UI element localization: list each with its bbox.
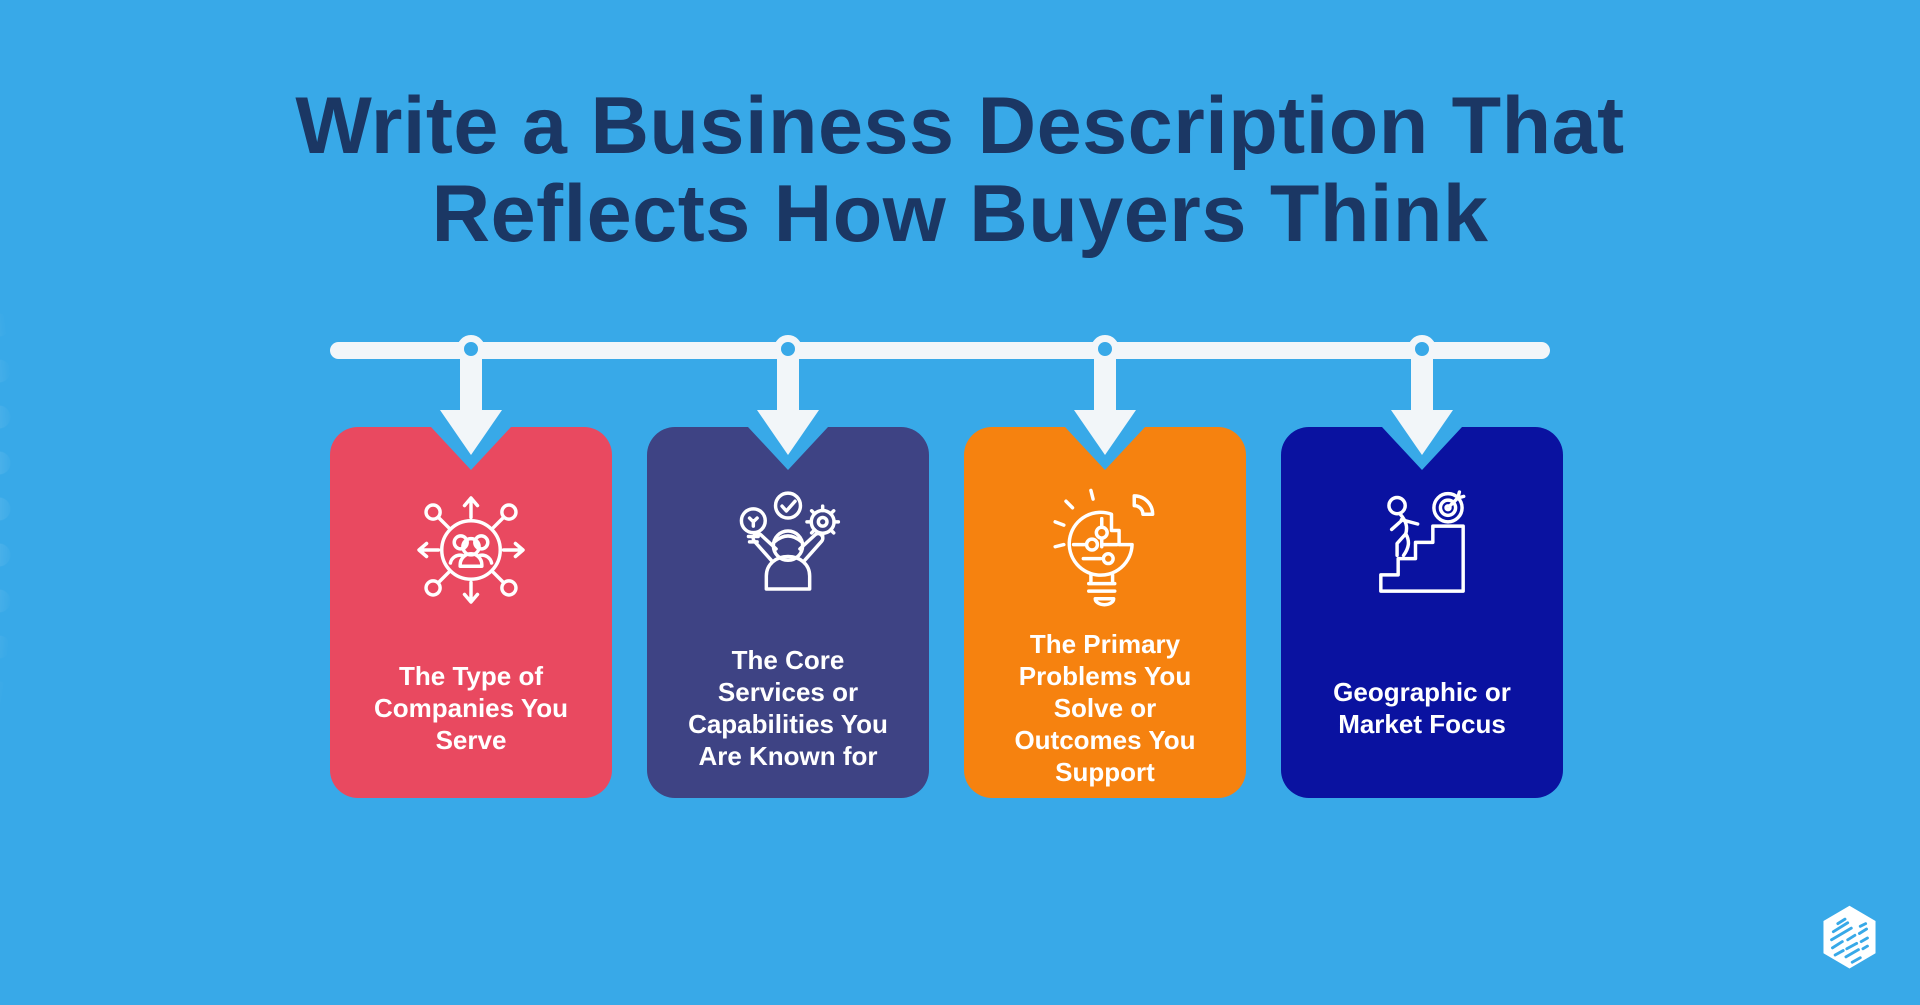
- connector-stem: [1411, 349, 1433, 414]
- arrow-down-icon: [1074, 410, 1136, 455]
- timeline-connector-4: [1382, 335, 1462, 460]
- timeline-connector-3: [1065, 335, 1145, 460]
- hexagon-globe-logo: [1818, 903, 1881, 973]
- arrow-down-icon: [757, 410, 819, 455]
- puzzle-lightbulb-icon: [964, 483, 1246, 617]
- timeline-bar: [330, 342, 1550, 359]
- arrow-down-icon: [440, 410, 502, 455]
- stairs-target-icon: [1281, 483, 1563, 617]
- connector-stem: [460, 349, 482, 414]
- person-capabilities-icon: [647, 483, 929, 617]
- timeline-connector-2: [748, 335, 828, 460]
- title-line-1: Write a Business Description That: [295, 81, 1625, 171]
- connector-stem: [1094, 349, 1116, 414]
- timeline-connector-1: [431, 335, 511, 460]
- connector-stem: [777, 349, 799, 414]
- halftone-dots-left: [0, 210, 290, 970]
- network-people-icon: [330, 483, 612, 617]
- title-line-2: Reflects How Buyers Think: [431, 169, 1489, 259]
- timeline-node-ring: [1091, 335, 1119, 363]
- page-title: Write a Business Description That Reflec…: [0, 82, 1920, 258]
- timeline-node-ring: [1408, 335, 1436, 363]
- timeline-node-ring: [457, 335, 485, 363]
- timeline-node-ring: [774, 335, 802, 363]
- arrow-down-icon: [1391, 410, 1453, 455]
